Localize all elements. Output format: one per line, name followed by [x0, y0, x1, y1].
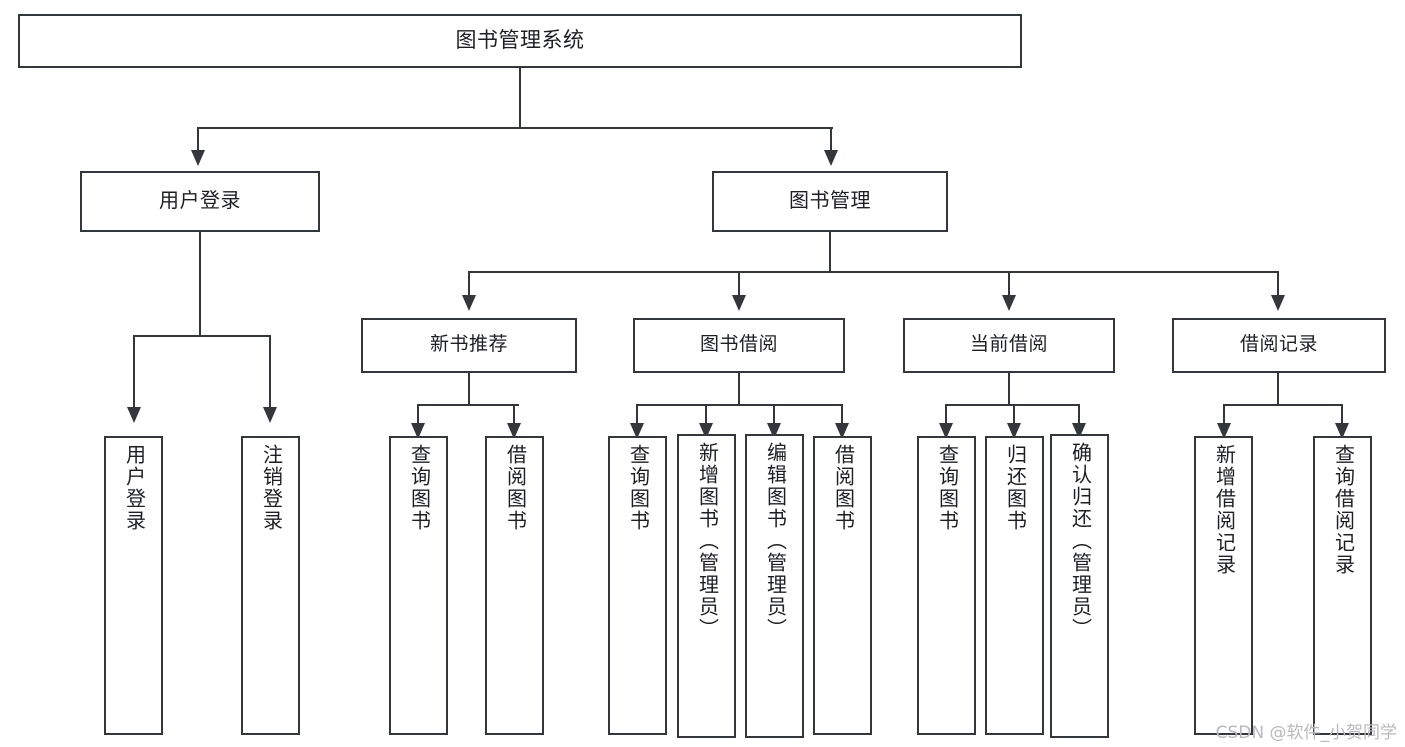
edge-bb-to-leaf-2: [773, 404, 775, 426]
edge-book-borrow-bus: [636, 404, 842, 406]
node-label: 借阅记录: [1239, 334, 1318, 356]
edge-bm-to-book-borrow: [738, 271, 740, 297]
node-root-system[interactable]: 图书管理系统: [18, 14, 1022, 68]
edge-bm-to-new-book: [468, 271, 470, 297]
edge-cb-to-leaf-0: [945, 404, 947, 426]
edge-current-borrow-stem: [1008, 373, 1010, 406]
arrowhead-new-book-leaf-1: [507, 423, 521, 439]
edge-cb-to-leaf-1: [1013, 404, 1015, 426]
node-label: 新增借阅记录: [1212, 444, 1235, 576]
edge-user-login-bus: [133, 335, 270, 337]
leaf-book-borrow-query[interactable]: 查询图书: [608, 436, 667, 735]
node-book-borrow[interactable]: 图书借阅: [633, 318, 845, 373]
node-user-login[interactable]: 用户登录: [80, 171, 320, 232]
node-label: 查询图书: [407, 444, 430, 532]
node-label: 查询图书: [935, 444, 958, 532]
node-label: 图书借阅: [699, 334, 778, 356]
arrowhead-bm-book-borrow: [732, 295, 746, 311]
node-label: 编辑图书（管理员）: [763, 442, 786, 640]
edge-new-book-stem: [468, 373, 470, 406]
edge-root-bus: [197, 127, 833, 129]
edge-new-book-to-leaf-0: [417, 404, 419, 426]
node-borrow-record[interactable]: 借阅记录: [1172, 318, 1386, 373]
edge-book-management-bus: [468, 271, 1279, 273]
edge-cb-to-leaf-2: [1078, 404, 1080, 426]
node-current-borrow[interactable]: 当前借阅: [903, 318, 1115, 373]
arrowhead-br-leaf-1: [1335, 423, 1349, 439]
edge-root-to-book-manage: [830, 127, 832, 152]
edge-current-borrow-bus: [945, 404, 1079, 406]
edge-new-book-to-leaf-1: [513, 404, 515, 426]
edge-book-management-stem: [829, 232, 831, 273]
leaf-current-borrow-confirm-return[interactable]: 确认归还（管理员）: [1050, 434, 1109, 738]
arrowhead-bm-borrow-record: [1271, 295, 1285, 311]
leaf-new-book-query[interactable]: 查询图书: [389, 436, 448, 735]
arrowhead-bm-new-book: [462, 295, 476, 311]
node-label: 归还图书: [1003, 444, 1026, 532]
leaf-current-borrow-return[interactable]: 归还图书: [985, 436, 1044, 735]
leaf-borrow-record-query[interactable]: 查询借阅记录: [1313, 436, 1372, 735]
node-label: 注销登录: [259, 444, 282, 532]
edge-br-to-leaf-1: [1341, 404, 1343, 426]
leaf-current-borrow-query[interactable]: 查询图书: [917, 436, 976, 735]
edge-user-login-stem: [199, 232, 201, 336]
edge-book-borrow-stem: [738, 373, 740, 406]
leaf-new-book-borrow[interactable]: 借阅图书: [485, 436, 544, 735]
leaf-book-borrow-edit[interactable]: 编辑图书（管理员）: [745, 434, 804, 738]
arrowhead-to-user-login: [191, 150, 205, 166]
arrowhead-to-book-manage: [824, 150, 838, 166]
leaf-borrow-record-add[interactable]: 新增借阅记录: [1194, 436, 1253, 735]
edge-root-stem: [519, 68, 521, 128]
arrowhead-user-login-leaf-0: [127, 407, 141, 423]
arrowhead-cb-leaf-1: [1007, 423, 1021, 439]
node-label: 用户登录: [159, 189, 241, 212]
node-label: 确认归还（管理员）: [1068, 442, 1091, 640]
edge-new-book-bus: [417, 404, 519, 406]
node-book-management[interactable]: 图书管理: [712, 171, 948, 232]
arrowhead-bm-current-borrow: [1002, 295, 1016, 311]
leaf-book-borrow-borrow[interactable]: 借阅图书: [813, 436, 872, 735]
arrowhead-new-book-leaf-0: [411, 423, 425, 439]
arrowhead-br-leaf-0: [1217, 423, 1231, 439]
arrowhead-user-login-leaf-1: [263, 407, 277, 423]
node-label: 用户登录: [122, 444, 145, 532]
edge-bm-to-borrow-record: [1277, 271, 1279, 297]
node-label: 新书推荐: [429, 334, 508, 356]
arrowhead-cb-leaf-0: [939, 423, 953, 439]
node-label: 图书管理: [789, 189, 871, 212]
edge-user-login-to-leaf-1: [269, 335, 271, 409]
leaf-user-login-logout[interactable]: 注销登录: [241, 436, 300, 735]
edge-br-to-leaf-0: [1223, 404, 1225, 426]
edge-user-login-to-leaf-0: [133, 335, 135, 409]
edge-bb-to-leaf-3: [841, 404, 843, 426]
edge-borrow-record-bus: [1223, 404, 1342, 406]
edge-borrow-record-stem: [1277, 373, 1279, 406]
edge-root-to-user-login: [197, 127, 199, 152]
node-label: 当前借阅: [969, 334, 1048, 356]
node-label: 查询图书: [626, 444, 649, 532]
node-label: 借阅图书: [503, 444, 526, 532]
edge-bm-to-current-borrow: [1008, 271, 1010, 297]
edge-bb-to-leaf-1: [705, 404, 707, 426]
node-label: 查询借阅记录: [1331, 444, 1354, 576]
node-label: 借阅图书: [831, 444, 854, 532]
arrowhead-bb-leaf-3: [835, 423, 849, 439]
node-label: 图书管理系统: [455, 28, 585, 52]
node-label: 新增图书（管理员）: [695, 442, 718, 640]
leaf-book-borrow-add[interactable]: 新增图书（管理员）: [677, 434, 736, 738]
arrowhead-bb-leaf-0: [630, 423, 644, 439]
leaf-user-login-login[interactable]: 用户登录: [104, 436, 163, 735]
edge-bb-to-leaf-0: [636, 404, 638, 426]
node-new-book-recommend[interactable]: 新书推荐: [361, 318, 577, 373]
